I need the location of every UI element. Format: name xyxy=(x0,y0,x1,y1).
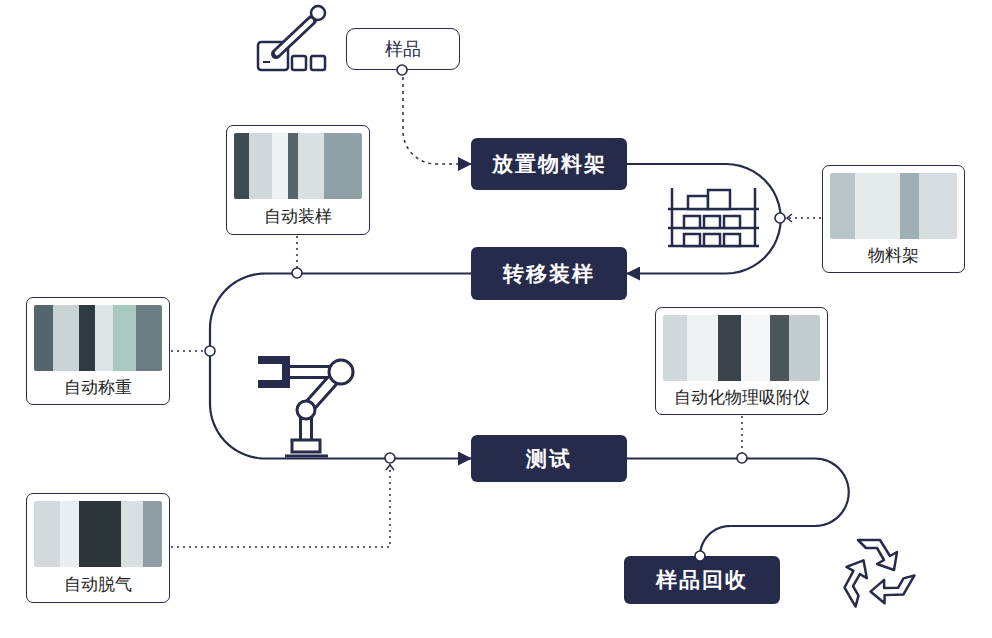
recycle-arrow xyxy=(858,540,897,570)
photo-card: 自动称重 xyxy=(26,297,170,405)
process-step: 测试 xyxy=(471,435,627,482)
process-step: 转移装样 xyxy=(471,247,627,300)
photo-thumb xyxy=(34,305,162,371)
junction-dot xyxy=(205,346,215,356)
arm-base xyxy=(292,440,320,452)
arm-outline xyxy=(290,372,340,440)
shelf-post xyxy=(754,188,757,246)
photo-thumb xyxy=(234,133,362,199)
leader-arrow xyxy=(787,214,792,222)
process-step: 放置物料架 xyxy=(471,138,627,190)
shelf-box xyxy=(684,234,700,246)
junction-dot xyxy=(292,268,302,278)
sample-tag: 样品 xyxy=(346,28,460,70)
arm-inner xyxy=(290,372,340,440)
shelf-box xyxy=(684,216,700,228)
tray-mark xyxy=(263,61,270,63)
node-label: 自动脱气 xyxy=(64,567,132,602)
arm-joint xyxy=(297,401,315,419)
recycle-arrow xyxy=(836,558,881,607)
leader-line xyxy=(171,463,390,547)
tray xyxy=(258,42,288,70)
junction-dot xyxy=(775,213,785,223)
node-label: 样品 xyxy=(385,37,421,61)
node-label: 自动化物理吸附仪 xyxy=(674,381,810,414)
photo-thumb xyxy=(34,501,162,567)
leader-line xyxy=(786,217,821,219)
arm-joint xyxy=(329,360,353,384)
leader-arrow xyxy=(386,465,394,470)
shelf-post xyxy=(671,188,674,246)
shelf-box xyxy=(724,216,740,228)
pipette-icon xyxy=(258,6,325,70)
decoration-layer xyxy=(171,6,914,609)
node-label: 物料架 xyxy=(868,239,919,272)
connector-layer xyxy=(210,70,849,556)
flow-connector xyxy=(627,459,849,557)
flow-connector xyxy=(627,164,781,274)
step-label: 样品回收 xyxy=(656,566,748,594)
robot-arm-icon xyxy=(262,360,353,456)
arm-floor xyxy=(285,455,328,458)
shelf-box xyxy=(688,196,708,209)
photo-card: 物料架 xyxy=(822,165,965,273)
shelf-box xyxy=(704,216,720,228)
dashed-connector xyxy=(403,70,471,164)
node-label: 自动装样 xyxy=(264,199,332,234)
vial xyxy=(311,56,325,70)
vial xyxy=(292,56,306,70)
gripper xyxy=(262,360,286,384)
process-step: 样品回收 xyxy=(624,556,780,604)
photo-card: 自动脱气 xyxy=(26,493,170,603)
pipette-body-inner xyxy=(277,21,311,53)
recycle-icon xyxy=(836,540,914,609)
recycle-arrow xyxy=(869,560,914,609)
pipette-bulb xyxy=(311,6,325,20)
shelf-box xyxy=(708,190,730,209)
shelf-board xyxy=(668,245,759,248)
photo-thumb xyxy=(663,315,820,381)
flow-connector xyxy=(210,274,471,459)
photo-card: 自动装样 xyxy=(226,125,370,235)
shelf-icon xyxy=(668,188,759,246)
leader-line xyxy=(741,416,743,453)
step-label: 测试 xyxy=(526,445,572,473)
leader-line xyxy=(296,236,298,268)
step-label: 放置物料架 xyxy=(492,150,607,178)
step-label: 转移装样 xyxy=(503,260,595,288)
node-label: 自动称重 xyxy=(64,371,132,404)
shelf-box xyxy=(724,234,740,246)
shelf-box xyxy=(704,234,720,246)
junction-dot xyxy=(385,453,395,463)
pipette-body xyxy=(276,20,312,54)
photo-thumb xyxy=(830,173,957,239)
shelf-board xyxy=(668,227,759,230)
shelf-board xyxy=(668,208,759,211)
leader-line xyxy=(171,350,205,352)
junction-dot xyxy=(737,453,747,463)
photo-card: 自动化物理吸附仪 xyxy=(655,307,828,415)
